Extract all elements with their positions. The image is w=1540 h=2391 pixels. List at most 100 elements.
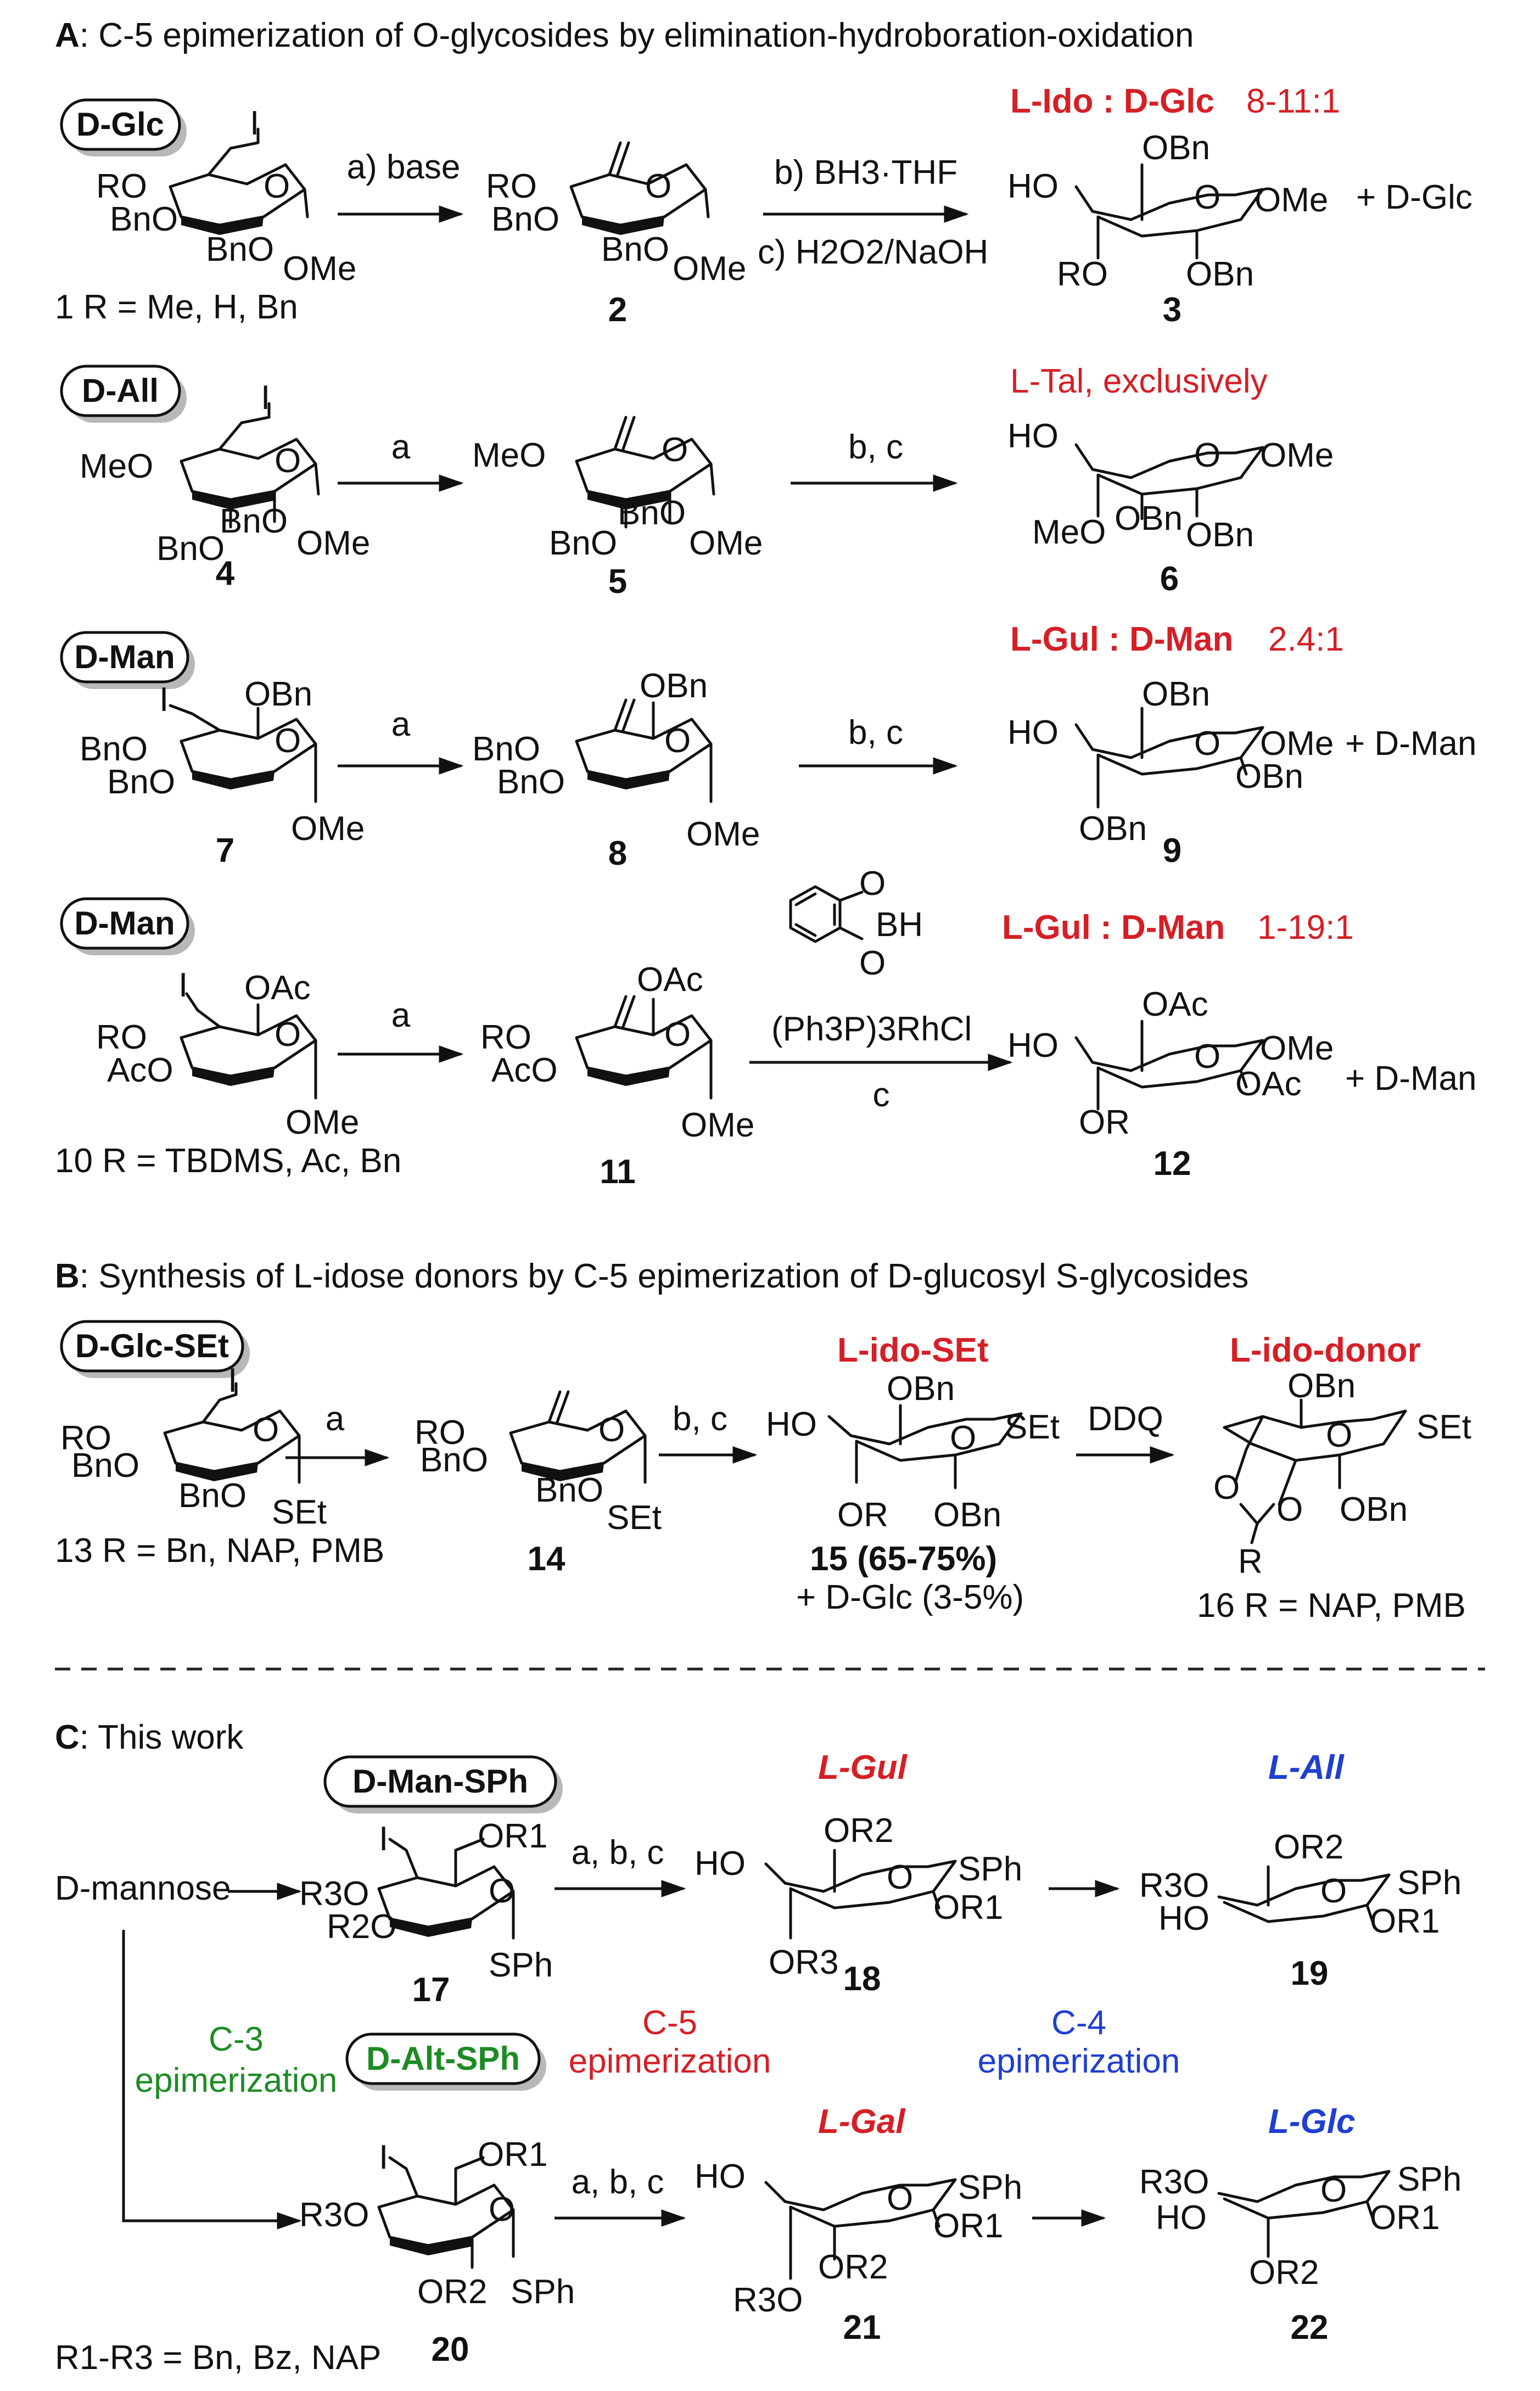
d-man-sph-box	[323, 1755, 557, 1808]
d-glc-set-box	[60, 1320, 244, 1373]
ring-oxygen: O	[253, 1411, 279, 1449]
sub-ome: OMe	[283, 250, 356, 288]
sub-ome: OMe	[285, 1104, 359, 1141]
sub-ome: OMe	[681, 1106, 754, 1144]
sub-r3o: R3O	[733, 2281, 803, 2319]
result-ratio: 8-11:1	[1246, 82, 1340, 120]
compound-22-caption: 22	[1291, 2309, 1329, 2347]
compound-9-caption: 9	[1163, 832, 1181, 870]
sub-ro: RO	[96, 1018, 147, 1056]
row-a3: D-Man I OBn O BnO BnO OMe 7 a OBn O BnO	[60, 620, 1476, 872]
compound-8: OBn O BnO BnO OMe 8	[472, 667, 760, 872]
sub-obn-2: OBn	[1186, 516, 1254, 554]
ring-oxygen: O	[1320, 2171, 1347, 2209]
label-c4-epimerization: epimerization	[978, 2042, 1180, 2080]
sub-aco: AcO	[107, 1051, 173, 1089]
sub-bno-2: BnO	[497, 763, 565, 801]
iodo-label: I	[250, 104, 259, 142]
compound-18-caption: 18	[843, 1960, 881, 1998]
sub-or1: OR1	[933, 1889, 1003, 1927]
compound-19-caption: 19	[1291, 1955, 1329, 1992]
iodo-label: I	[379, 1820, 388, 1858]
sub-obn: OBn	[244, 675, 312, 713]
arrow-c-branch	[122, 1930, 302, 2230]
compound-15-byproduct: + D-Glc (3-5%)	[796, 1578, 1024, 1616]
sub-meo: MeO	[472, 436, 546, 474]
plus-d-man: + D-Man	[1345, 725, 1476, 763]
step-abc: a, b, c	[572, 1834, 664, 1872]
step-a: a	[391, 996, 411, 1034]
sub-r3o: R3O	[1139, 1867, 1209, 1905]
step-wilkinson: (Ph3P)3RhCl	[771, 1010, 972, 1048]
d-man-box	[60, 631, 189, 684]
sub-or2: OR2	[824, 1812, 893, 1850]
sub-obn: OBn	[887, 1370, 955, 1408]
sub-r3o: R3O	[1139, 2163, 1209, 2201]
sub-ome: OMe	[1260, 725, 1334, 763]
iodo-label: I	[159, 681, 169, 719]
compound-14-caption: 14	[528, 1540, 565, 1578]
d-glc-box-label: D-Glc	[76, 106, 164, 143]
sub-or3: OR3	[769, 1944, 838, 1981]
row-c: D-Man-SPh D-mannose I OR1 O R3O R2O SPh …	[55, 1749, 1461, 2377]
compound-4: I O MeO BnO BnO OMe 4	[80, 379, 370, 592]
section-b-title: B: Synthesis of L-idose donors by C-5 ep…	[55, 1257, 1248, 1295]
compound-18: HO OR2 O SPh OR1 OR3 18	[695, 1812, 1022, 1998]
label-l-gul: L-Gul	[818, 1749, 908, 1787]
sub-obn: OBn	[640, 667, 708, 705]
sub-obn-3: OBn	[1079, 810, 1147, 848]
sub-bno-2: BnO	[206, 231, 274, 268]
sub-bno-2: BnO	[178, 1477, 247, 1515]
sub-ho: HO	[1007, 417, 1059, 455]
step-ddq: DDQ	[1088, 1400, 1163, 1438]
sub-obn-2: OBn	[1340, 1491, 1408, 1528]
step-a-base: a) base	[347, 148, 461, 186]
compound-6: HO O OMe MeO OBn OBn 6	[1007, 417, 1334, 598]
sub-bno-2: BnO	[618, 494, 686, 532]
ring-oxygen: O	[489, 2191, 515, 2228]
sub-sph: SPh	[958, 2169, 1022, 2207]
sub-oac: OAc	[1142, 985, 1208, 1023]
label-l-gal: L-Gal	[818, 2103, 906, 2141]
compound-11-caption: 11	[600, 1153, 636, 1191]
compound-4-caption: 4	[216, 555, 235, 592]
sub-ome: OMe	[673, 250, 746, 288]
compound-5: O MeO BnO BnO OMe 5	[472, 416, 763, 601]
sub-or2: OR2	[1249, 2254, 1319, 2292]
ring-oxygen: O	[950, 1419, 976, 1457]
label-c4: C-4	[1051, 2004, 1106, 2042]
d-alt-sph-box-label: D-Alt-SPh	[366, 2040, 520, 2077]
row-a2: D-All I O MeO BnO BnO OMe 4 a O MeO BnO …	[60, 362, 1334, 601]
compound-13-caption: 13 R = Bn, NAP, PMB	[55, 1532, 384, 1570]
compound-6-caption: 6	[1160, 560, 1179, 598]
result-ratio: 2.4:1	[1268, 620, 1344, 658]
sub-set: SEt	[607, 1499, 662, 1537]
compound-15: HO OBn O SEt OR OBn 15 (65-75%) + D-Glc …	[766, 1370, 1060, 1616]
sub-ho: HO	[695, 1845, 746, 1883]
sub-bno: BnO	[491, 200, 559, 238]
sub-bno: BnO	[420, 1441, 488, 1479]
ring-oxygen: O	[664, 1016, 691, 1054]
sub-set: SEt	[272, 1493, 327, 1531]
compound-16: OBn O SEt O O OBn R 16 R = NAP, PMB	[1197, 1367, 1471, 1625]
label-c5-epimerization: epimerization	[569, 2042, 771, 2080]
compound-2: O RO BnO BnO OMe 2	[486, 141, 746, 329]
sub-sph: SPh	[1397, 1864, 1461, 1902]
compound-21: HO O SPh OR1 OR2 R3O 21	[695, 2158, 1022, 2347]
compound-20-caption: 20	[432, 2331, 469, 2368]
ring-oxygen: O	[275, 442, 301, 480]
sub-ro: RO	[486, 167, 537, 205]
compound-17-caption: 17	[412, 1971, 450, 2009]
compound-7: I OBn O BnO BnO OMe 7	[80, 675, 365, 870]
compound-3-caption: 3	[1163, 291, 1181, 329]
compound-2-caption: 2	[608, 291, 627, 329]
sub-obn-2: OBn	[1186, 255, 1254, 293]
sub-or1: OR1	[478, 1817, 547, 1855]
sub-obn: OBn	[1287, 1367, 1356, 1405]
ring-oxygen: O	[275, 1016, 301, 1054]
sub-obn: OBn	[1115, 500, 1183, 537]
sub-or: OR	[1079, 1104, 1130, 1141]
sub-bno-2: BnO	[107, 763, 175, 801]
section-a-title: A: C-5 epimerization of O-glycosides by …	[55, 16, 1194, 54]
